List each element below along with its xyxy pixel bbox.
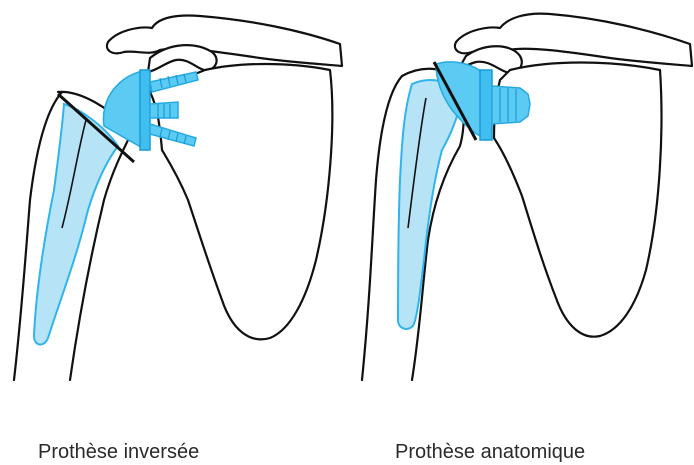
caption-anatomic-prosthesis: Prothèse anatomique xyxy=(395,441,585,464)
humeral-stem-right xyxy=(398,80,462,329)
caption-reverse-prosthesis: Prothèse inversée xyxy=(38,441,199,464)
baseplate-left xyxy=(140,70,150,150)
glenoid-peg-right xyxy=(492,86,530,124)
anatomic-prosthesis-figure xyxy=(362,14,692,380)
glenoid-component-right xyxy=(480,70,492,140)
clavicle-left xyxy=(107,16,342,67)
reverse-prosthesis-figure xyxy=(14,16,342,381)
